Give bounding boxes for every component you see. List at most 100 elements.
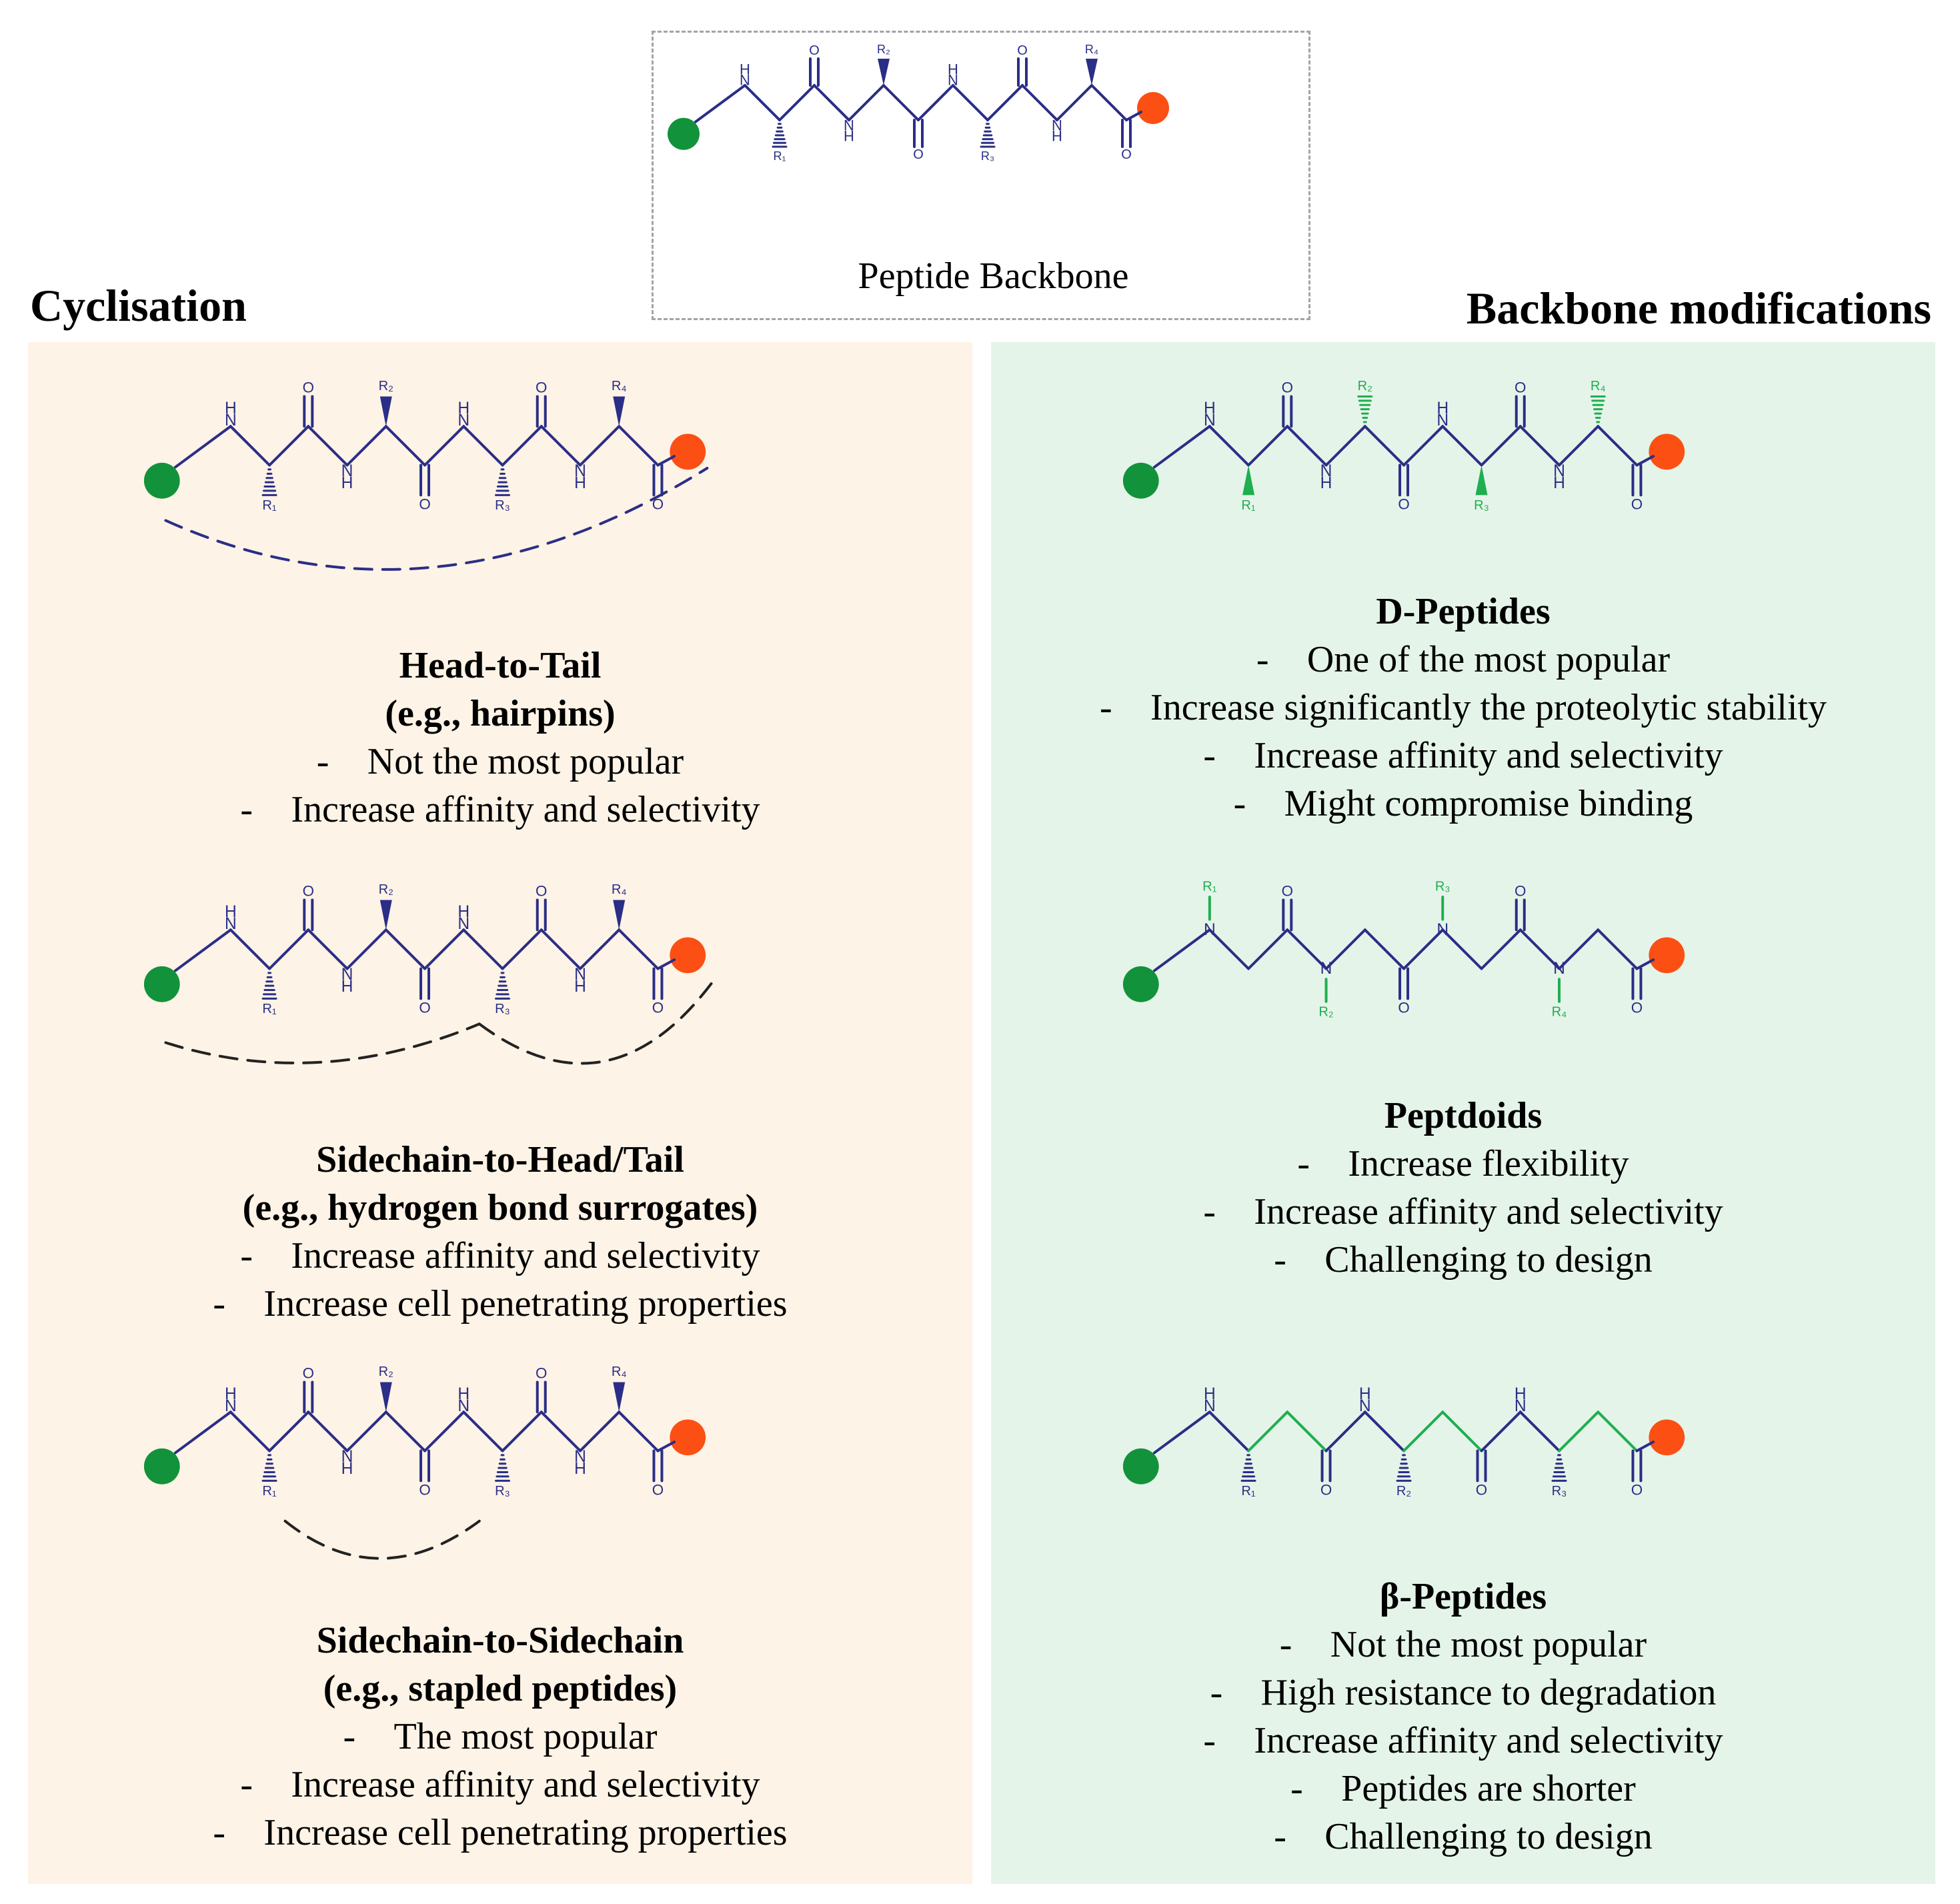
bond bbox=[268, 425, 310, 467]
side-chain-label: R₃ bbox=[1474, 498, 1489, 513]
bond bbox=[1363, 1410, 1406, 1453]
bond bbox=[1324, 1410, 1366, 1453]
sidechain-to-tail-link bbox=[477, 978, 716, 1065]
oxygen-label: O bbox=[1515, 379, 1526, 396]
nitrogen-label: N bbox=[740, 72, 750, 89]
bond bbox=[384, 425, 427, 467]
peptide-backbone-caption: Peptide Backbone bbox=[858, 255, 1129, 297]
bullet-item: -High resistance to degradation bbox=[1210, 1672, 1717, 1713]
bond bbox=[501, 425, 543, 467]
bullet-item: -Not the most popular bbox=[1279, 1624, 1647, 1665]
bond bbox=[618, 928, 660, 970]
oxygen-label: O bbox=[303, 379, 314, 396]
side-chain-label: R₁ bbox=[1202, 879, 1217, 894]
bond bbox=[1286, 1410, 1328, 1453]
oxygen-label: O bbox=[1320, 1481, 1332, 1498]
nitrogen-label: N bbox=[1320, 462, 1332, 480]
wedge-bond bbox=[1242, 465, 1255, 496]
hydrogen-label: H bbox=[1052, 128, 1062, 145]
bond bbox=[1125, 111, 1142, 121]
hydrogen-label: H bbox=[225, 903, 237, 921]
side-chain-label: R₄ bbox=[612, 1364, 627, 1379]
bullet-item: -Increase affinity and selectivity bbox=[240, 1235, 760, 1276]
bond bbox=[462, 928, 504, 970]
hydrogen-label: H bbox=[457, 1385, 469, 1403]
side-chain-label: R₁ bbox=[262, 1002, 277, 1016]
nitrogen-label: N bbox=[225, 915, 237, 933]
cyclisation-panel bbox=[28, 342, 972, 1884]
oxygen-label: O bbox=[652, 496, 664, 512]
bond bbox=[656, 455, 676, 467]
d-peptides-block: D-Peptides -One of the most popular -Inc… bbox=[991, 588, 1935, 828]
bullet-item: -Challenging to design bbox=[1274, 1816, 1653, 1857]
bullet-item: -Increase cell penetrating properties bbox=[213, 1812, 788, 1853]
bond bbox=[778, 84, 816, 121]
c-terminus-circle bbox=[670, 1419, 706, 1456]
bond bbox=[173, 928, 232, 972]
hydrogen-label: H bbox=[341, 978, 353, 996]
bond bbox=[813, 84, 850, 121]
bond bbox=[1208, 928, 1250, 970]
oxygen-label: O bbox=[913, 147, 924, 162]
bond bbox=[501, 928, 543, 970]
hydrogen-label: H bbox=[1553, 474, 1565, 492]
bond bbox=[345, 425, 387, 467]
block-title: Peptdoids bbox=[1384, 1095, 1543, 1136]
side-chain-label: R₂ bbox=[379, 379, 393, 393]
side-chain-label: R₃ bbox=[1552, 1484, 1567, 1499]
block-title: Sidechain-to-Sidechain bbox=[316, 1620, 684, 1661]
nitrogen-label: N bbox=[225, 1397, 237, 1415]
block-title: Head-to-Tail bbox=[399, 645, 602, 686]
nitrogen-label: N bbox=[1359, 1397, 1371, 1415]
side-chain-label: R₁ bbox=[1241, 498, 1256, 513]
bond bbox=[882, 84, 920, 121]
bond bbox=[1247, 928, 1289, 970]
sidechain-to-sidechain-link bbox=[283, 1519, 481, 1560]
bond bbox=[229, 425, 271, 467]
bond bbox=[618, 1410, 660, 1453]
sidechain-to-sidechain-block: Sidechain-to-Sidechain (e.g., stapled pe… bbox=[28, 1617, 972, 1857]
nitrogen-label: N bbox=[1052, 117, 1062, 134]
bond bbox=[1056, 84, 1093, 121]
bond bbox=[917, 84, 954, 121]
block-subtitle: (e.g., stapled peptides) bbox=[323, 1668, 678, 1709]
nitrogen-label: N bbox=[341, 462, 353, 480]
bullet-item: -Increase affinity and selectivity bbox=[240, 789, 760, 830]
bullet-item: -One of the most popular bbox=[1256, 639, 1671, 680]
bond bbox=[462, 425, 504, 467]
n-terminus-circle bbox=[143, 966, 180, 1002]
bond bbox=[1635, 1441, 1655, 1453]
nitrogen-label: N bbox=[1204, 1397, 1216, 1415]
bond bbox=[1363, 425, 1406, 467]
nitrogen-label: N bbox=[1553, 960, 1565, 978]
side-chain-label: R₃ bbox=[1435, 879, 1450, 894]
side-chain-label: R₄ bbox=[1085, 43, 1098, 56]
bond bbox=[462, 1410, 504, 1453]
oxygen-label: O bbox=[303, 1365, 314, 1382]
bond bbox=[1441, 1410, 1483, 1453]
oxygen-label: O bbox=[1282, 883, 1293, 900]
nitrogen-label: N bbox=[574, 462, 586, 480]
bond bbox=[1597, 425, 1639, 467]
wedge-bond bbox=[1475, 465, 1488, 496]
bond bbox=[952, 84, 989, 121]
bond bbox=[1557, 928, 1600, 970]
hydrogen-label: H bbox=[574, 1460, 586, 1478]
oxygen-label: O bbox=[652, 1481, 664, 1498]
bond bbox=[1152, 928, 1211, 972]
bond bbox=[423, 425, 465, 467]
c-terminus-circle bbox=[1649, 433, 1685, 470]
c-terminus-circle bbox=[1649, 937, 1685, 974]
peptoids-block: Peptdoids -Increase flexibility -Increas… bbox=[991, 1092, 1935, 1284]
wedge-bond bbox=[613, 900, 626, 930]
side-chain-label: R₂ bbox=[379, 1364, 393, 1379]
block-subtitle: (e.g., hairpins) bbox=[385, 693, 616, 734]
side-chain-label: R₄ bbox=[1552, 1004, 1567, 1019]
oxygen-label: O bbox=[1282, 379, 1293, 396]
side-chain-label: R₄ bbox=[612, 882, 627, 897]
oxygen-label: O bbox=[419, 1481, 430, 1498]
hydrogen-label: H bbox=[457, 399, 469, 417]
